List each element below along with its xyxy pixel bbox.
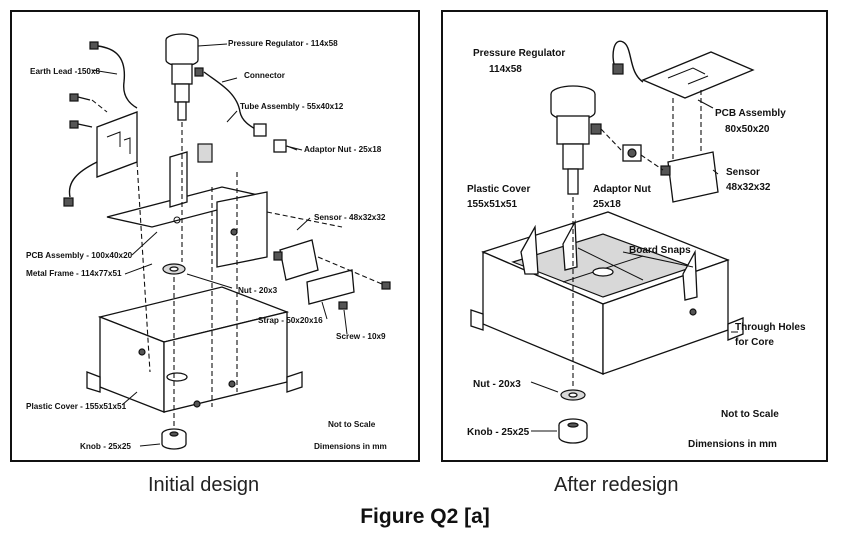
assembly-lines (572, 90, 702, 387)
initial-design-caption: Initial design (148, 474, 260, 496)
label-screw: Screw - 10x9 (336, 332, 386, 341)
metal-frame (106, 151, 268, 268)
tube-assembly (197, 71, 303, 163)
redesign-caption: After redesign (554, 474, 679, 496)
pressure-regulator (165, 33, 204, 121)
label-plastic-cover: Plastic Cover - 155x51x51 (26, 402, 127, 411)
label-through-holes-core: for Core (735, 337, 774, 348)
redesign-diagram: Pressure Regulator 114x58 PCB Assembly 8… (467, 40, 806, 450)
label-metal-frame: Metal Frame - 114x77x51 (26, 269, 122, 278)
label-tube-assembly: Tube Assembly - 55x40x12 (240, 102, 344, 111)
label-pcb-assembly: PCB Assembly (715, 108, 786, 119)
initial-design-diagram: Pressure Regulator - 114x58 Connector Ea… (26, 33, 391, 451)
knob (558, 418, 588, 444)
label-plastic-cover-size: 155x51x51 (467, 199, 517, 210)
strap (306, 269, 391, 310)
label-pressure-regulator: Pressure Regulator (473, 48, 565, 59)
label-adaptor-nut: Adaptor Nut (593, 184, 651, 195)
leader-lines (530, 99, 738, 432)
pressure-regulator (550, 85, 602, 195)
label-sensor: Sensor - 48x32x32 (314, 213, 386, 222)
initial-design-panel: Pressure Regulator - 114x58 Connector Ea… (10, 10, 420, 462)
label-knob: Knob - 25x25 (467, 427, 530, 438)
label-adaptor-nut: Adaptor Nut - 25x18 (304, 145, 382, 154)
nut (162, 263, 186, 275)
label-pcb-assembly-size: 80x50x20 (725, 124, 770, 135)
figure-title: Figure Q2 [a] (360, 505, 490, 528)
label-knob: Knob - 25x25 (80, 442, 131, 451)
label-board-snaps: Board Snaps (629, 245, 691, 256)
label-plastic-cover: Plastic Cover (467, 184, 530, 195)
label-sensor: Sensor (726, 167, 760, 178)
label-sensor-size: 48x32x32 (726, 182, 771, 193)
screws-left (69, 93, 93, 129)
label-strap: Strap - 50x20x16 (258, 316, 323, 325)
pcb-assembly (612, 40, 755, 99)
label-nut: Nut - 20x3 (473, 379, 521, 390)
sensor (273, 239, 319, 281)
leader-lines (91, 43, 348, 447)
label-nut: Nut - 20x3 (238, 286, 278, 295)
sensor (660, 151, 719, 203)
label-pcb-assembly: PCB Assembly - 100x40x20 (26, 251, 133, 260)
label-connector: Connector (244, 71, 286, 80)
plastic-cover (86, 286, 303, 413)
knob (161, 428, 187, 450)
label-dimensions: Dimensions in mm (314, 442, 387, 451)
plastic-cover (470, 211, 744, 375)
redesign-panel: Pressure Regulator 114x58 PCB Assembly 8… (441, 10, 828, 462)
label-pressure-regulator: Pressure Regulator - 114x58 (228, 39, 338, 48)
adaptor-nut (622, 144, 642, 162)
label-through-holes: Through Holes (735, 322, 806, 333)
label-pressure-regulator-size: 114x58 (489, 64, 522, 75)
label-earth-lead: Earth Lead -150x8 (30, 67, 101, 76)
nut (560, 389, 586, 401)
pcb-assembly (63, 111, 138, 207)
label-dimensions: Dimensions in mm (688, 439, 777, 450)
earth-lead (89, 41, 138, 109)
label-adaptor-nut-size: 25x18 (593, 199, 621, 210)
label-not-to-scale: Not to Scale (721, 409, 779, 420)
label-not-to-scale: Not to Scale (328, 420, 376, 429)
